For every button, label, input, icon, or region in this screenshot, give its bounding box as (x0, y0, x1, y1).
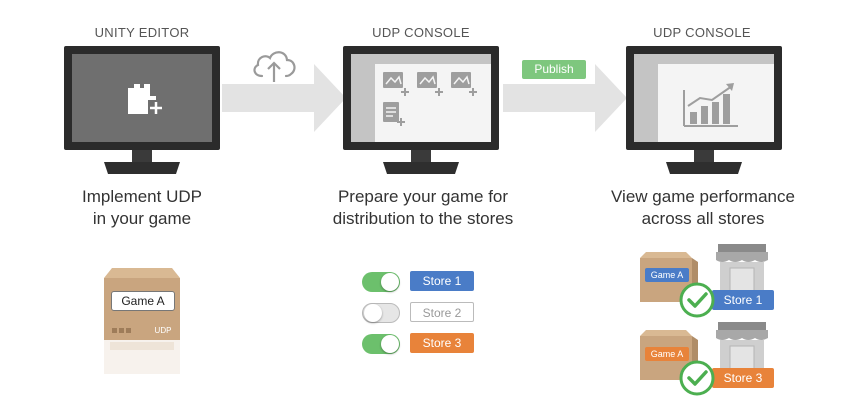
store-3-tag: Store 3 (410, 333, 474, 353)
arrow-right-icon (503, 64, 627, 132)
caption-implement: Implement UDP in your game (82, 187, 202, 228)
arrow-right-icon (222, 64, 346, 132)
cloud-upload-icon (253, 51, 296, 82)
box-label-2: Game A (645, 347, 689, 361)
store-2-toggle[interactable] (362, 303, 400, 323)
store-1-distributed-tag: Store 1 (712, 290, 774, 310)
udp-console-header-2: UDP CONSOLE (653, 25, 751, 40)
caption-performance: View game performance across all stores (611, 187, 795, 228)
store-front-icon (716, 244, 768, 304)
game-label: Game A (111, 291, 175, 311)
store-3-toggle[interactable] (362, 334, 400, 354)
bar-chart-icon (683, 83, 738, 127)
caption-prepare: Prepare your game for distribution to th… (332, 187, 514, 228)
unity-editor-monitor (64, 46, 220, 174)
box-label-1: Game A (645, 268, 689, 282)
store-1-tag: Store 1 (410, 271, 474, 291)
udp-console-performance-monitor (626, 46, 782, 174)
store-1-toggle[interactable] (362, 272, 400, 292)
store-2-tag: Store 2 (410, 302, 474, 322)
unity-editor-header: UNITY EDITOR (94, 25, 190, 40)
add-asset-icon (128, 84, 164, 116)
publish-button[interactable]: Publish (522, 60, 586, 79)
udp-console-header-1: UDP CONSOLE (372, 25, 470, 40)
game-box-icon (104, 268, 180, 374)
store-3-distributed-tag: Store 3 (712, 368, 774, 388)
udp-mark: UDP (154, 326, 172, 335)
check-circle-icon (679, 282, 715, 318)
check-circle-icon (679, 360, 715, 396)
udp-console-prepare-monitor (343, 46, 499, 174)
